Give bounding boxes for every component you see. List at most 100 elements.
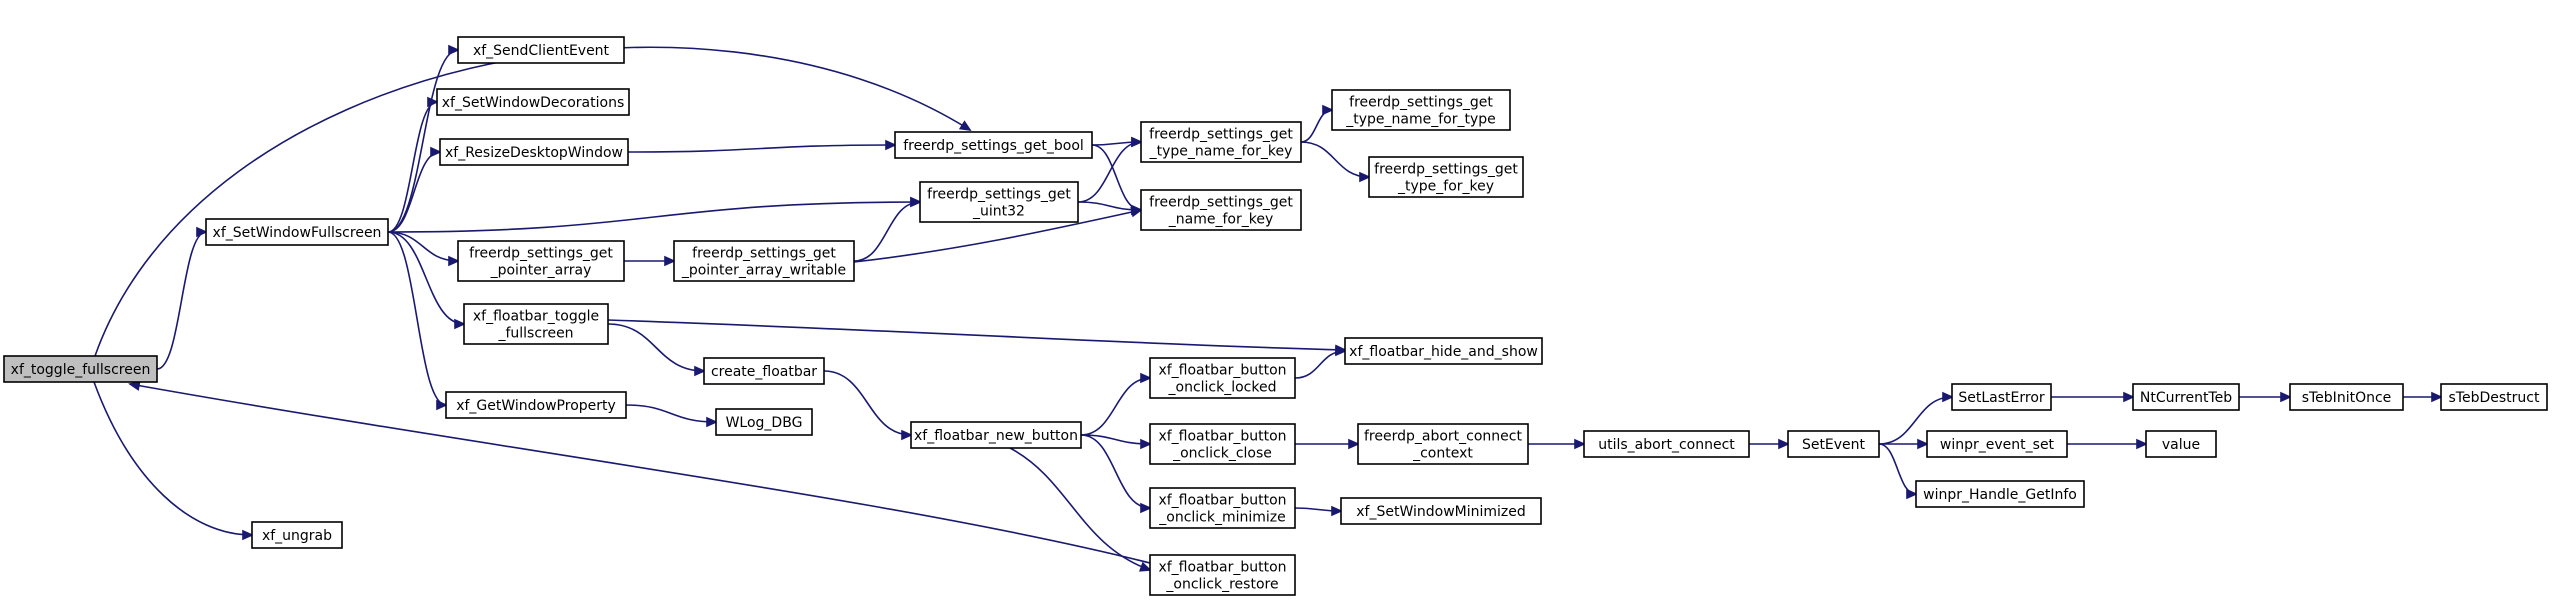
node-xf-getwindowproperty[interactable]: xf_GetWindowProperty [445, 391, 627, 419]
node-box [2289, 383, 2404, 411]
node-winpr-event-set[interactable]: winpr_event_set [1926, 430, 2068, 458]
node-xf-floatbar-new-button[interactable]: xf_floatbar_new_button [910, 421, 1082, 449]
edge-arrowhead [1359, 171, 1371, 183]
node-stebinitonce[interactable]: sTebInitOnce [2289, 383, 2404, 411]
node-freerdp-settings-get-type-name-for-type[interactable]: freerdp_settings_get_type_name_for_type [1331, 89, 1511, 131]
edge-line [156, 231, 207, 370]
edge-line [1009, 447, 1151, 571]
edge-arrowhead [128, 380, 141, 391]
node-xf-setwindowminimized[interactable]: xf_SetWindowMinimized [1340, 497, 1542, 525]
edge-arrowhead [1322, 104, 1334, 116]
node-label: xf_floatbar_button [1158, 363, 1286, 379]
node-xf-floatbar-toggle-fullscreen[interactable]: xf_floatbar_toggle_fullscreen [463, 303, 609, 345]
edges-layer [93, 44, 2443, 572]
edge-arrowhead [1348, 438, 1360, 450]
node-freerdp-settings-get-uint32[interactable]: freerdp_settings_get_uint32 [919, 181, 1079, 223]
edge-n24-n1 [128, 380, 1151, 564]
node-freerdp-settings-get-pointer-array[interactable]: freerdp_settings_get_pointer_array [457, 240, 625, 282]
edge-line [607, 319, 1346, 351]
node-box [715, 408, 813, 436]
edge-arrowhead [2123, 391, 2135, 403]
node-setlasterror[interactable]: SetLastError [1951, 383, 2052, 411]
edge-n2-n9 [387, 231, 448, 411]
node-xf-floatbar-button-onclick-minimize[interactable]: xf_floatbar_button_onclick_minimize [1149, 487, 1296, 529]
edge-arrowhead [454, 318, 466, 330]
edge-line [1878, 396, 1953, 445]
node-box [2145, 430, 2217, 458]
node-freerdp-settings-get-name-for-key[interactable]: freerdp_settings_get_name_for_key [1140, 189, 1302, 231]
edge-arrowhead [1335, 345, 1347, 357]
node-xf-setwindowdecorations[interactable]: xf_SetWindowDecorations [436, 88, 630, 116]
node-xf-floatbar-button-onclick-close[interactable]: xf_floatbar_button_onclick_close [1149, 423, 1296, 465]
node-wlog-dbg[interactable]: WLog_DBG [715, 408, 813, 436]
node-ntcurrentteb[interactable]: NtCurrentTeb [2132, 383, 2240, 411]
edge-n32-n34 [2239, 391, 2292, 403]
node-xf-sendclientevent[interactable]: xf_SendClientEvent [457, 36, 625, 64]
edge-arrowhead [694, 365, 706, 377]
edge-arrowhead [1574, 438, 1586, 450]
node-label: _onclick_restore [1165, 577, 1278, 593]
node-xf-ungrab[interactable]: xf_ungrab [251, 521, 343, 549]
edge-line [1080, 434, 1151, 445]
node-xf-floatbar-hide-and-show[interactable]: xf_floatbar_hide_and_show [1344, 337, 1543, 365]
node-box [894, 131, 1093, 159]
node-xf-toggle-fullscreen[interactable]: xf_toggle_fullscreen [3, 355, 158, 383]
node-label: xf_GetWindowProperty [456, 398, 616, 414]
edge-line [129, 383, 1151, 564]
node-setevent[interactable]: SetEvent [1787, 430, 1880, 458]
edge-n12-n11 [853, 196, 922, 262]
edge-n2-n11 [387, 196, 922, 233]
edge-line [853, 209, 1142, 263]
edge-arrowhead [1140, 372, 1152, 384]
edge-line [387, 231, 465, 325]
node-box [919, 181, 1079, 223]
edge-n2-n8 [387, 231, 466, 330]
node-label: _type_name_for_type [1345, 112, 1496, 128]
node-label: winpr_Handle_GetInfo [1923, 487, 2077, 503]
edge-n8-n13 [607, 323, 706, 377]
node-freerdp-settings-get-bool[interactable]: freerdp_settings_get_bool [894, 131, 1093, 159]
node-box [2440, 383, 2548, 411]
edge-line [627, 144, 896, 153]
node-label: WLog_DBG [726, 415, 803, 431]
edge-arrowhead [2431, 391, 2443, 403]
node-xf-floatbar-button-onclick-locked[interactable]: xf_floatbar_button_onclick_locked [1149, 357, 1296, 399]
edge-line [387, 231, 447, 406]
node-box [673, 240, 855, 282]
node-value[interactable]: value [2145, 430, 2217, 458]
node-label: xf_SendClientEvent [473, 43, 610, 59]
node-xf-resizedesktopwindow[interactable]: xf_ResizeDesktopWindow [439, 138, 629, 166]
edge-line [387, 201, 921, 233]
edge-arrowhead [196, 226, 208, 238]
node-create-floatbar[interactable]: create_floatbar [703, 357, 825, 385]
edge-arrowhead [2280, 391, 2292, 403]
node-label: freerdp_settings_get [1149, 127, 1293, 143]
node-label: _uint32 [972, 204, 1025, 220]
node-box [1331, 89, 1511, 131]
node-box [457, 36, 625, 64]
node-box [1140, 121, 1302, 163]
node-box [1368, 156, 1524, 198]
node-winpr-handle-getinfo[interactable]: winpr_Handle_GetInfo [1915, 480, 2085, 508]
edge-arrowhead [1331, 505, 1343, 517]
node-freerdp-settings-get-pointer-array-writable[interactable]: freerdp_settings_get_pointer_array_writa… [673, 240, 855, 282]
node-utils-abort-connect[interactable]: utils_abort_connect [1583, 430, 1750, 458]
node-freerdp-settings-get-type-name-for-key[interactable]: freerdp_settings_get_type_name_for_key [1140, 121, 1302, 163]
node-stebdestruct[interactable]: sTebDestruct [2440, 383, 2548, 411]
node-xf-floatbar-button-onclick-restore[interactable]: xf_floatbar_button_onclick_restore [1149, 554, 1296, 596]
node-label: sTebDestruct [2449, 390, 2540, 406]
node-label: freerdp_settings_get [1349, 95, 1493, 111]
node-label: _pointer_array [490, 263, 592, 279]
edge-arrowhead [885, 139, 897, 151]
edge-line [1080, 434, 1151, 509]
edge-n23-n26 [1294, 505, 1343, 517]
node-label: xf_floatbar_button [1158, 429, 1286, 445]
edge-n15-n22 [1080, 434, 1152, 450]
node-freerdp-abort-connect-context[interactable]: freerdp_abort_connect_context [1357, 423, 1529, 465]
node-box [703, 357, 825, 385]
node-label: _name_for_key [1168, 212, 1273, 228]
node-box [1787, 430, 1880, 458]
node-freerdp-settings-get-type-for-key[interactable]: freerdp_settings_get_type_for_key [1368, 156, 1524, 198]
node-xf-setwindowfullscreen[interactable]: xf_SetWindowFullscreen [205, 218, 389, 246]
edge-n28-n31 [1878, 443, 1918, 500]
